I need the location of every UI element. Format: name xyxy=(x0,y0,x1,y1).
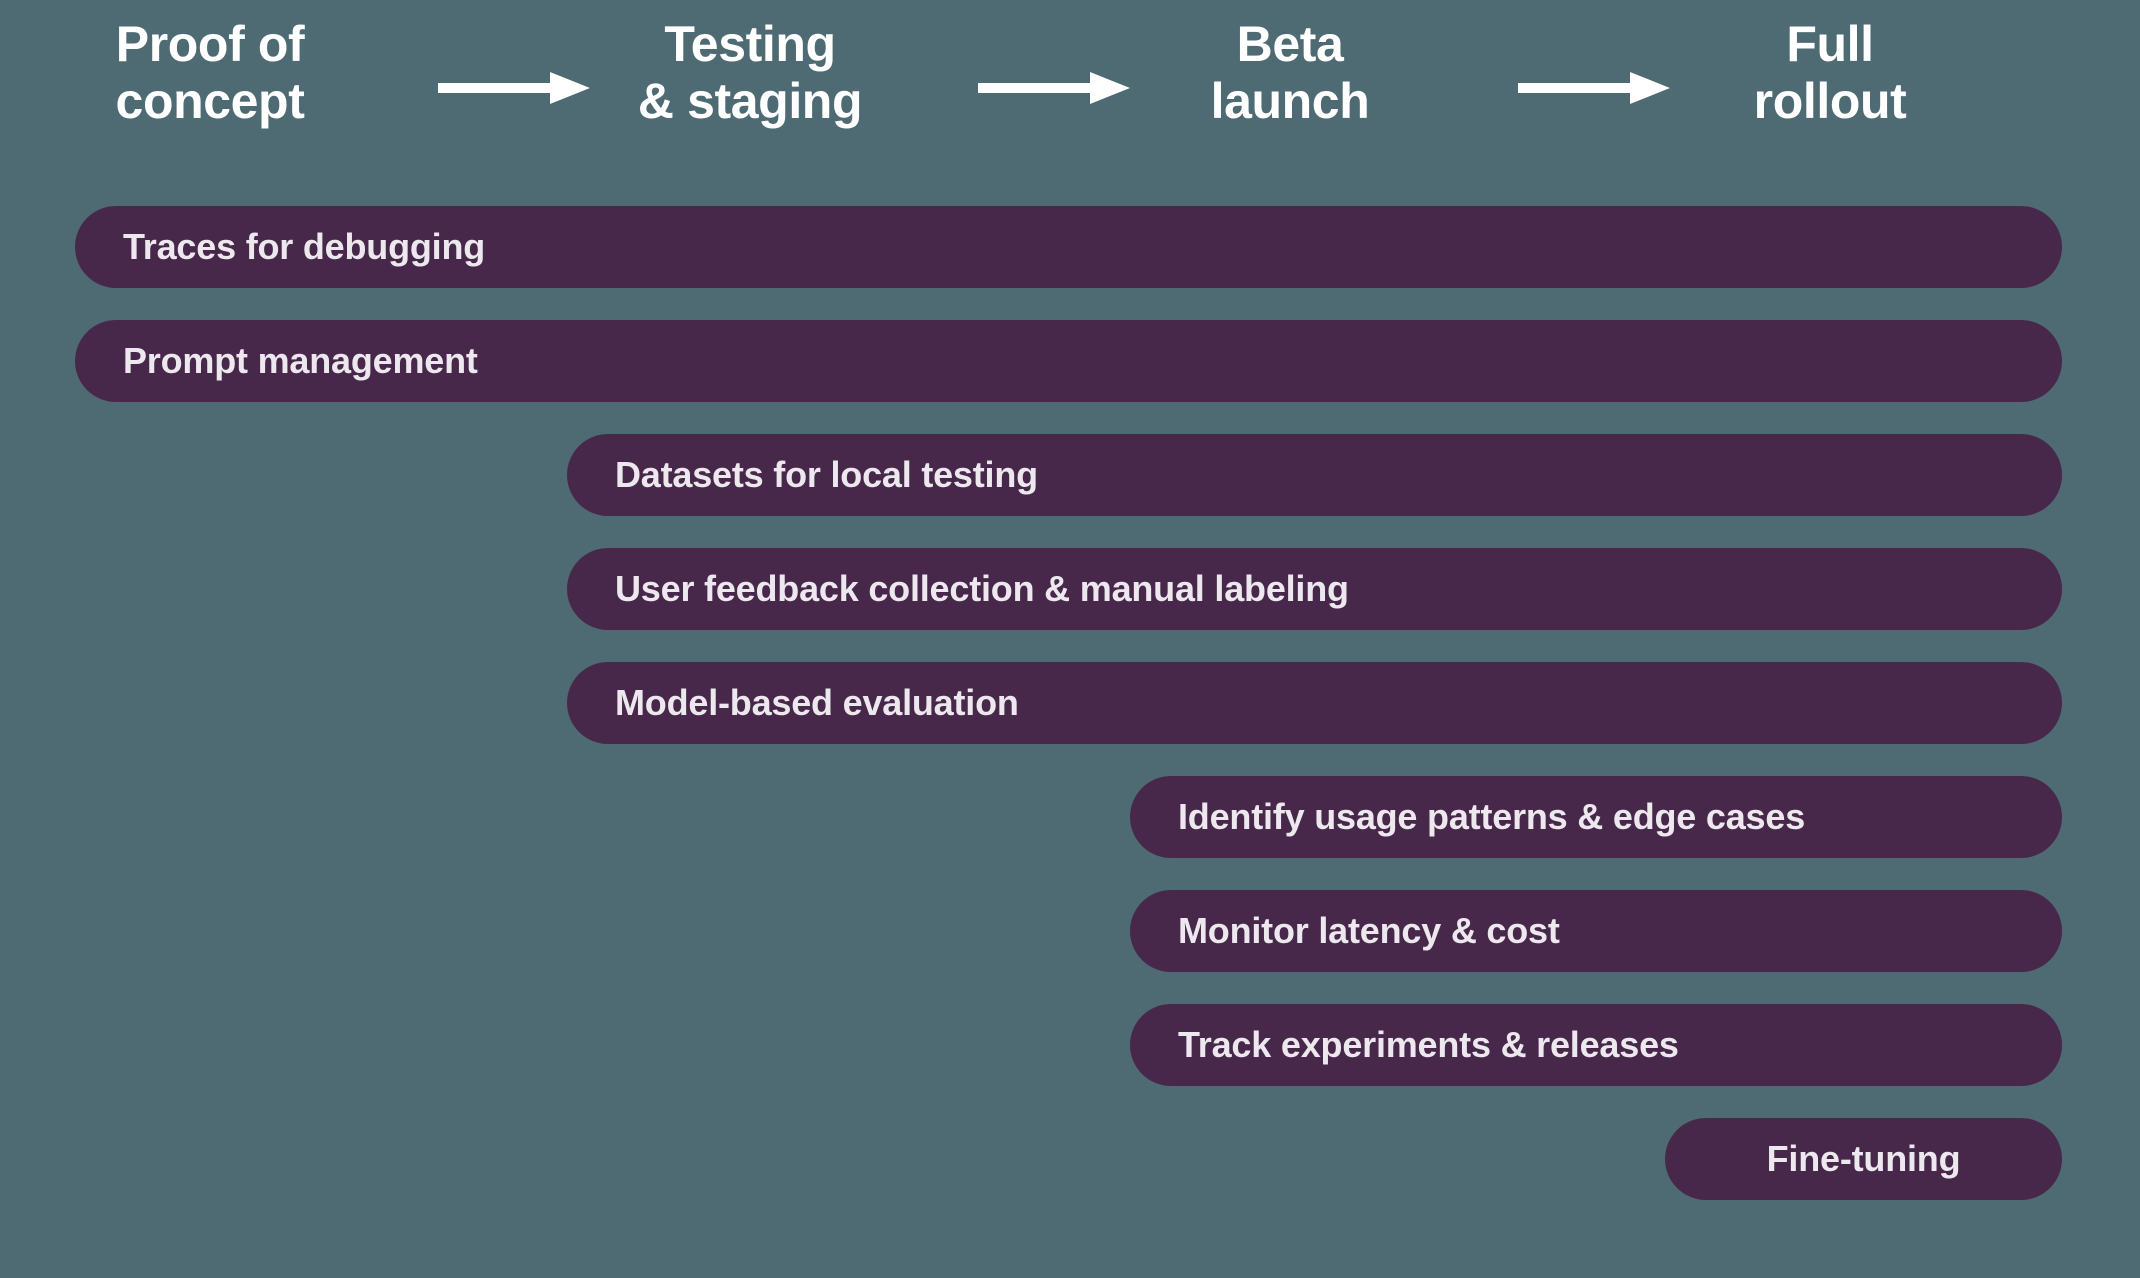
capability-bar-label: Identify usage patterns & edge cases xyxy=(1178,796,1806,837)
capability-bar-traces-for-debugging[interactable]: Traces for debugging xyxy=(75,206,2062,288)
phase-label-full-rollout: Full rollout xyxy=(1753,16,1907,129)
capability-bar-label: Fine-tuning xyxy=(1766,1138,1961,1179)
phase-label-proof-of-concept: Proof of concept xyxy=(115,16,305,129)
capability-bar-model-based-evaluation[interactable]: Model-based evaluation xyxy=(567,662,2062,744)
capability-bar-track-experiments-and-releases[interactable]: Track experiments & releases xyxy=(1130,1004,2062,1086)
capability-bar-datasets-for-local-testing[interactable]: Datasets for local testing xyxy=(567,434,2062,516)
capability-bar-label: Datasets for local testing xyxy=(615,454,1038,495)
arrow-right-icon xyxy=(1518,70,1670,106)
arrow-right-icon xyxy=(438,70,590,106)
capability-bar-label: User feedback collection & manual labeli… xyxy=(615,568,1349,609)
capability-bar-label: Model-based evaluation xyxy=(615,682,1019,723)
capability-bar-prompt-management[interactable]: Prompt management xyxy=(75,320,2062,402)
phase-header-row: Proof of concept Testing & staging Beta … xyxy=(0,0,2140,180)
capability-bar-monitor-latency-and-cost[interactable]: Monitor latency & cost xyxy=(1130,890,2062,972)
capability-bar-identify-usage-patterns[interactable]: Identify usage patterns & edge cases xyxy=(1130,776,2062,858)
capability-bar-label: Prompt management xyxy=(123,340,478,381)
phase-label-testing-and-staging: Testing & staging xyxy=(637,16,863,129)
capability-bar-fine-tuning[interactable]: Fine-tuning xyxy=(1665,1118,2062,1200)
phase-label-beta-launch: Beta launch xyxy=(1210,16,1370,129)
capability-bar-label: Track experiments & releases xyxy=(1178,1024,1679,1065)
arrow-right-icon xyxy=(978,70,1130,106)
capability-bar-label: Monitor latency & cost xyxy=(1178,910,1560,951)
capability-bar-user-feedback-collection[interactable]: User feedback collection & manual labeli… xyxy=(567,548,2062,630)
capability-bar-label: Traces for debugging xyxy=(123,226,486,267)
